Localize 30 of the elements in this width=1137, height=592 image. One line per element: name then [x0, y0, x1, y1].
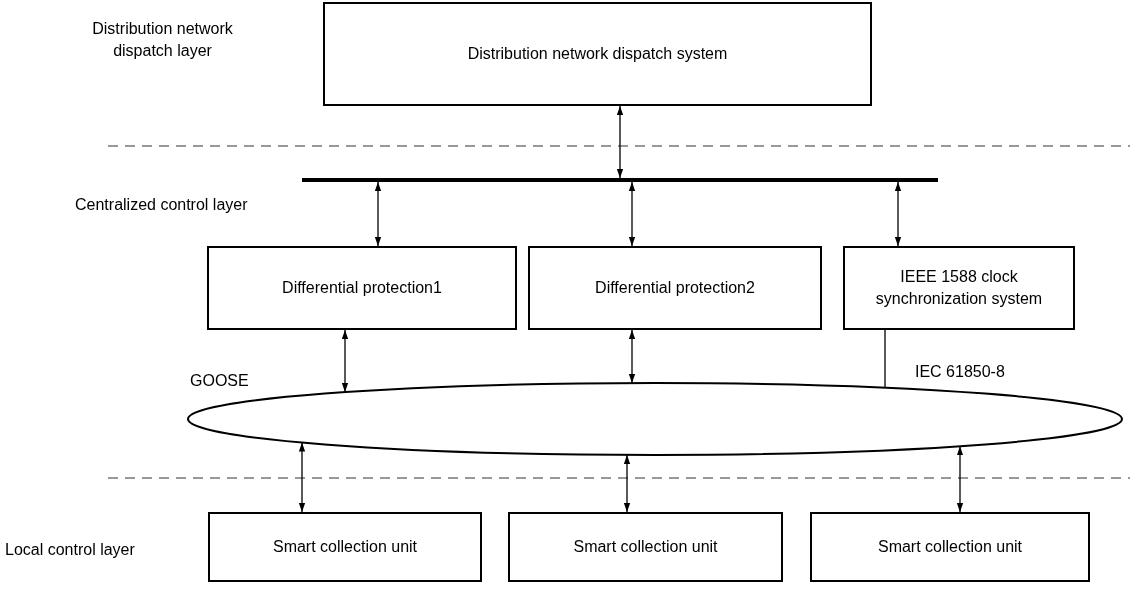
bus-bar	[302, 178, 938, 182]
box-label: IEEE 1588 clock synchronization system	[874, 267, 1044, 309]
process-box	[843, 246, 1075, 330]
double-arrow	[623, 454, 631, 513]
double-arrow	[616, 105, 624, 179]
process-box	[810, 512, 1090, 582]
process-box	[208, 512, 482, 582]
layer-label: GOOSE	[190, 371, 249, 391]
double-arrow	[628, 181, 636, 247]
box-label: Smart collection unit	[877, 537, 1023, 558]
layer-label: Distribution network dispatch layer	[91, 19, 234, 62]
double-arrow	[628, 329, 636, 384]
double-arrow	[341, 329, 349, 393]
process-box	[207, 246, 517, 330]
box-label: Differential protection2	[595, 278, 755, 299]
process-box	[528, 246, 822, 330]
layer-label: IEC 61850-8	[915, 362, 1005, 382]
double-arrow	[374, 181, 382, 247]
process-box	[323, 2, 872, 106]
layer-label: Local control layer	[5, 540, 135, 560]
double-arrow	[298, 441, 306, 513]
double-arrow	[894, 181, 902, 247]
box-label: Differential protection1	[282, 278, 442, 299]
box-label: Smart collection unit	[573, 537, 718, 558]
connector-line	[884, 329, 886, 389]
layer-label: Centralized control layer	[75, 195, 248, 215]
double-arrow	[956, 445, 964, 513]
process-box	[508, 512, 783, 582]
box-label: Distribution network dispatch system	[467, 44, 728, 65]
box-label: Smart collection unit	[272, 537, 418, 558]
